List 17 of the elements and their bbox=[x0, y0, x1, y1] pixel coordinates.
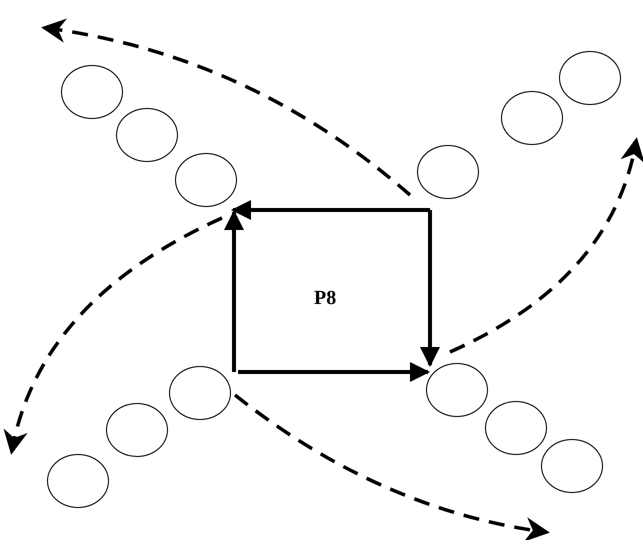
dashed-arrow bbox=[41, 18, 412, 196]
arrow bbox=[231, 200, 430, 220]
arrow bbox=[238, 362, 430, 382]
arrow bbox=[224, 210, 244, 372]
dashed-arrow bbox=[449, 137, 643, 354]
circle bbox=[501, 91, 563, 145]
circle bbox=[541, 439, 603, 493]
circle bbox=[169, 366, 231, 420]
dashed-arrow bbox=[234, 394, 550, 540]
circle bbox=[61, 65, 123, 119]
circle bbox=[485, 401, 547, 455]
arrow bbox=[420, 210, 440, 367]
circle bbox=[426, 363, 488, 417]
dashed-arrow bbox=[4, 216, 223, 455]
circle bbox=[559, 51, 621, 105]
diagram-label: P8 bbox=[314, 287, 336, 310]
circle bbox=[175, 153, 237, 207]
